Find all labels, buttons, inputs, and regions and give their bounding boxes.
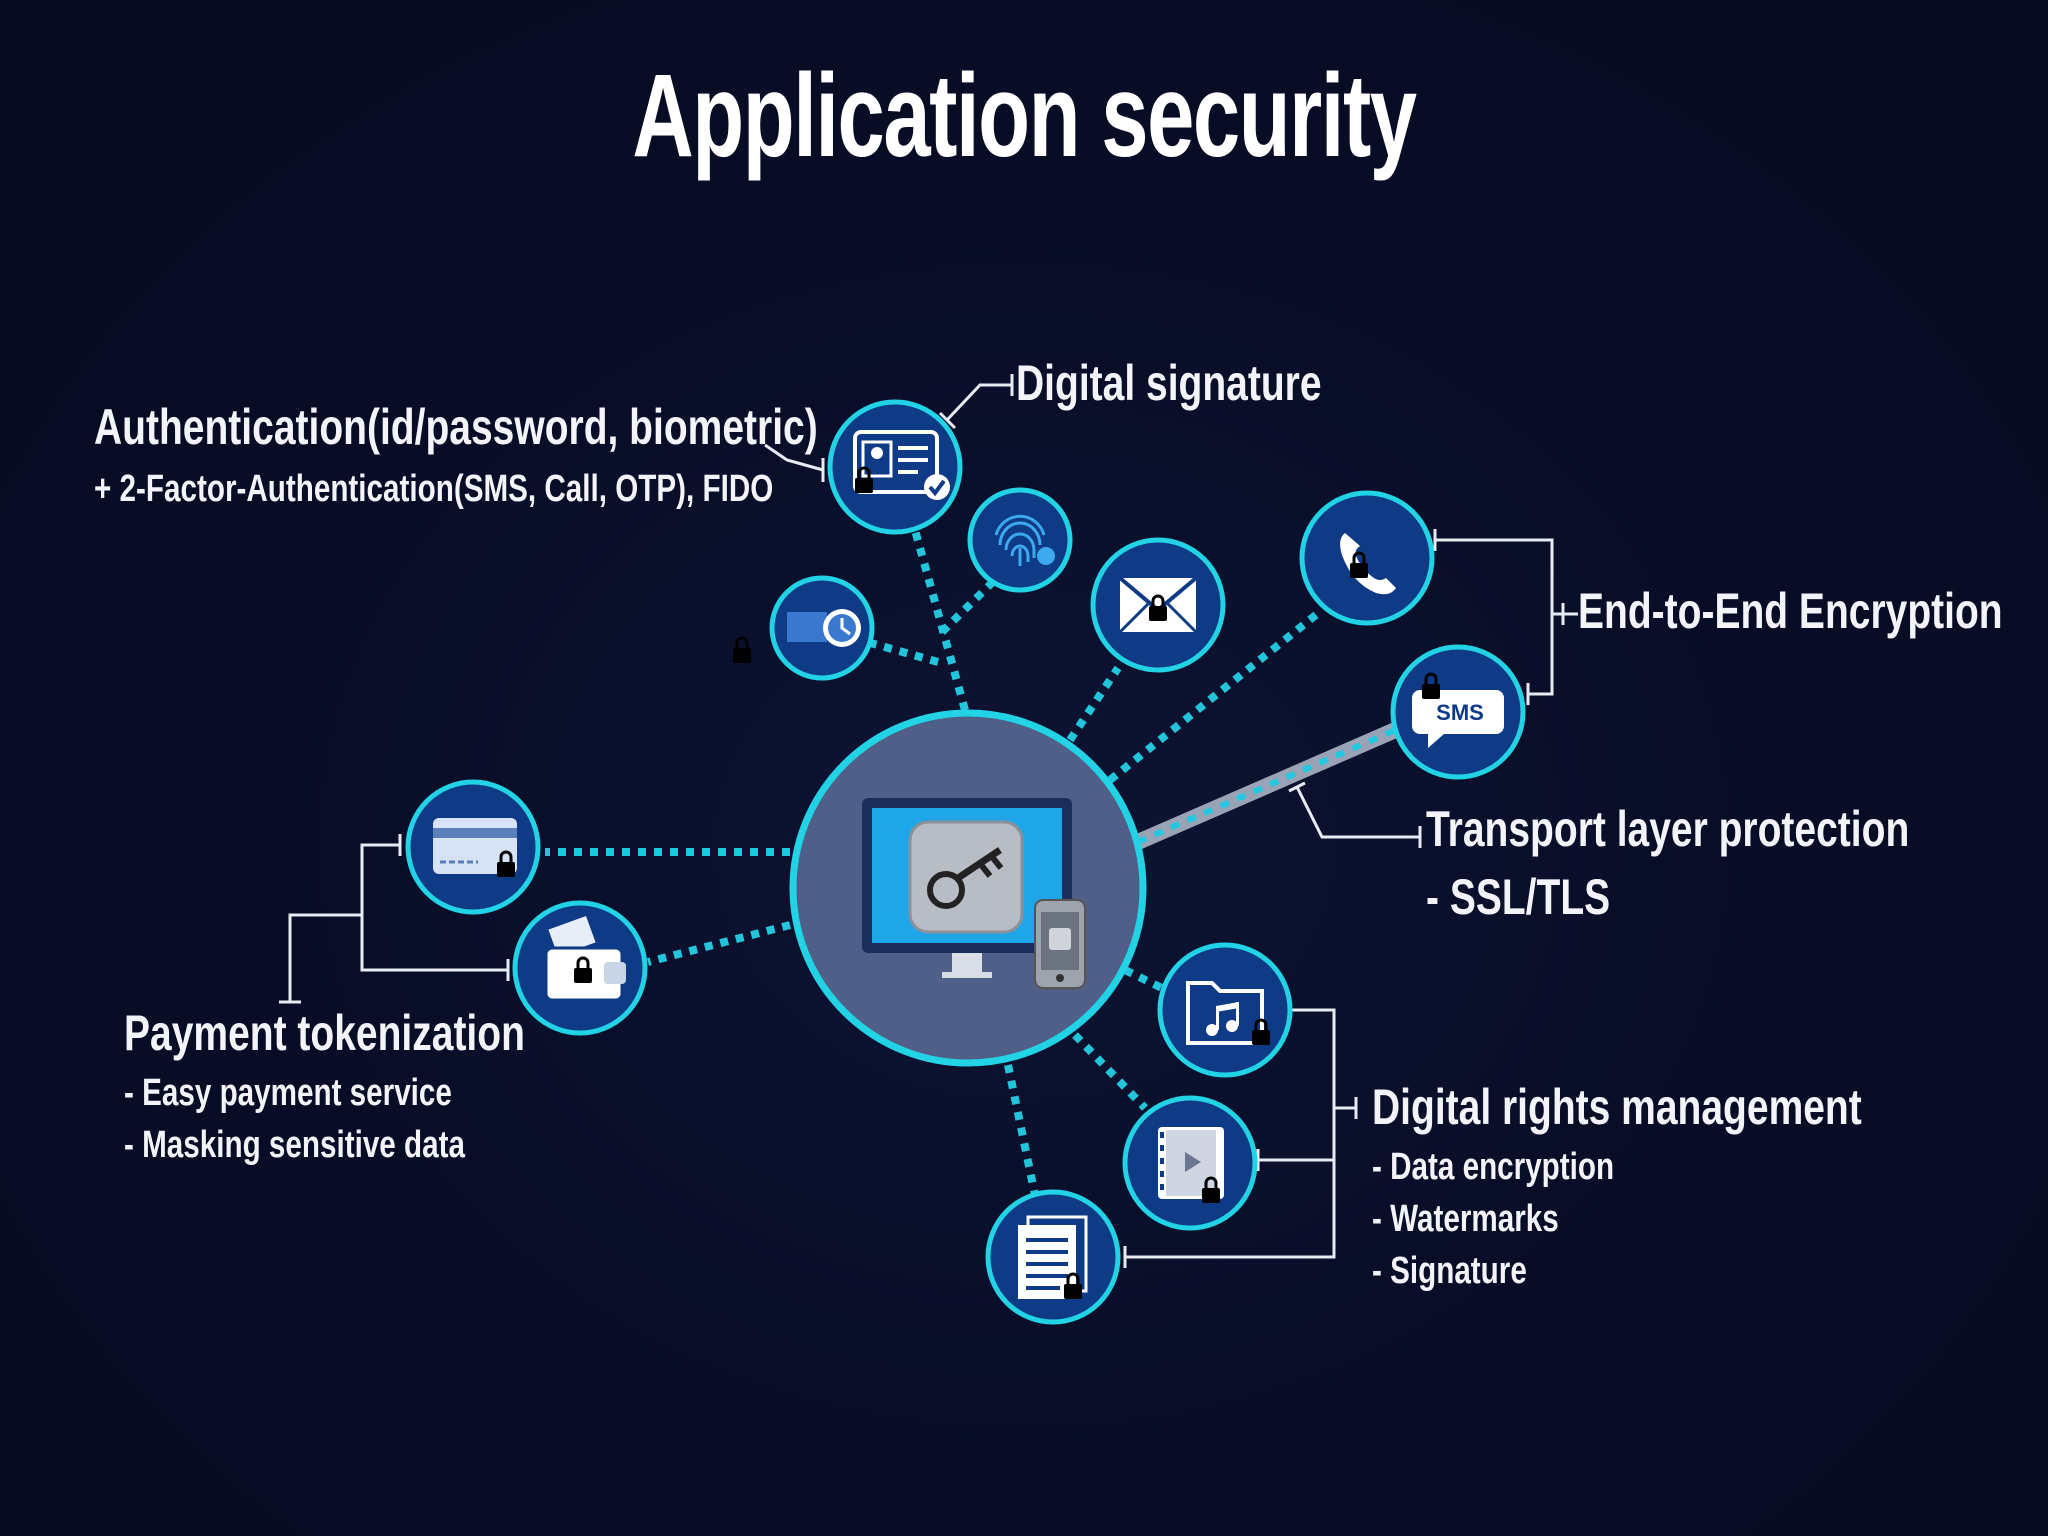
bracket-authentication [764, 443, 824, 472]
sms-icon-text: SMS [1436, 700, 1484, 725]
bracket-digital-signature [945, 383, 1012, 422]
fingerprint-node [967, 487, 1073, 593]
drm-item: - Watermarks [1372, 1198, 1559, 1240]
bracket-payment [360, 843, 508, 972]
lock-icon [1424, 672, 1438, 684]
lock-icon [735, 636, 749, 648]
bracket-transport [1295, 786, 1420, 839]
bracket-drm [1125, 1008, 1336, 1259]
label-digital-signature: Digital signature [1016, 355, 1322, 411]
lock-icon [1066, 1272, 1080, 1284]
connector-mail [1066, 665, 1122, 743]
fingerprint-icon [994, 514, 1046, 566]
lock-icon [576, 956, 590, 968]
video-node [1122, 1095, 1258, 1231]
connector-wallet [646, 921, 792, 966]
music-note-icon [1206, 1002, 1239, 1036]
lock-icon [1204, 1176, 1218, 1188]
connector-video [1072, 1032, 1148, 1111]
phone-icon [1340, 533, 1396, 595]
tls-pipe [1134, 720, 1404, 850]
wallet-node [512, 900, 648, 1036]
music-node [1157, 942, 1293, 1078]
sms-node: SMS [1390, 644, 1526, 780]
checkmark-icon [928, 479, 946, 497]
connector-clock [858, 636, 940, 666]
drm-item: - Signature [1372, 1250, 1527, 1292]
document-node [985, 1189, 1121, 1325]
drm-item: - Data encryption [1372, 1146, 1615, 1188]
phone-node [1299, 490, 1435, 626]
lock-icon [857, 466, 871, 478]
banknote-icon [548, 916, 596, 956]
label-authentication: Authentication(id/password, biometric) [94, 399, 818, 455]
label-payment: Payment tokenization [124, 1005, 525, 1061]
label-two-factor: + 2-Factor-Authentication(SMS, Call, OTP… [94, 468, 774, 510]
central-hub [789, 709, 1147, 1067]
lock-icon [1352, 551, 1366, 563]
payment-item: - Easy payment service [124, 1072, 452, 1114]
label-drm: Digital rights management [1372, 1079, 1862, 1135]
connector-phone [1107, 606, 1325, 784]
lock-icon [1151, 594, 1165, 606]
bracket-e2e [1435, 538, 1554, 696]
mail-node [1090, 537, 1226, 673]
credit-card-node [405, 779, 541, 915]
bracket-payment-stem [288, 913, 362, 1002]
screen-icon [787, 612, 827, 642]
play-icon [1185, 1152, 1201, 1172]
lock-icon [1254, 1018, 1268, 1030]
id-card-node [827, 399, 963, 535]
sms-bubble-icon [1412, 690, 1504, 748]
folder-icon [1186, 981, 1264, 1045]
id-card-icon [853, 430, 939, 494]
connector-document [1004, 1064, 1039, 1196]
brackets [279, 374, 1578, 1268]
label-e2e: End-to-End Encryption [1578, 583, 2003, 639]
lock-icon [499, 850, 513, 862]
key-icon [908, 820, 1024, 934]
label-transport: Transport layer protection [1426, 801, 1910, 857]
clock-node [733, 575, 875, 681]
page-title: Application security [632, 50, 1417, 182]
label-transport-item: - SSL/TLS [1426, 869, 1611, 925]
payment-item: - Masking sensitive data [124, 1124, 465, 1166]
